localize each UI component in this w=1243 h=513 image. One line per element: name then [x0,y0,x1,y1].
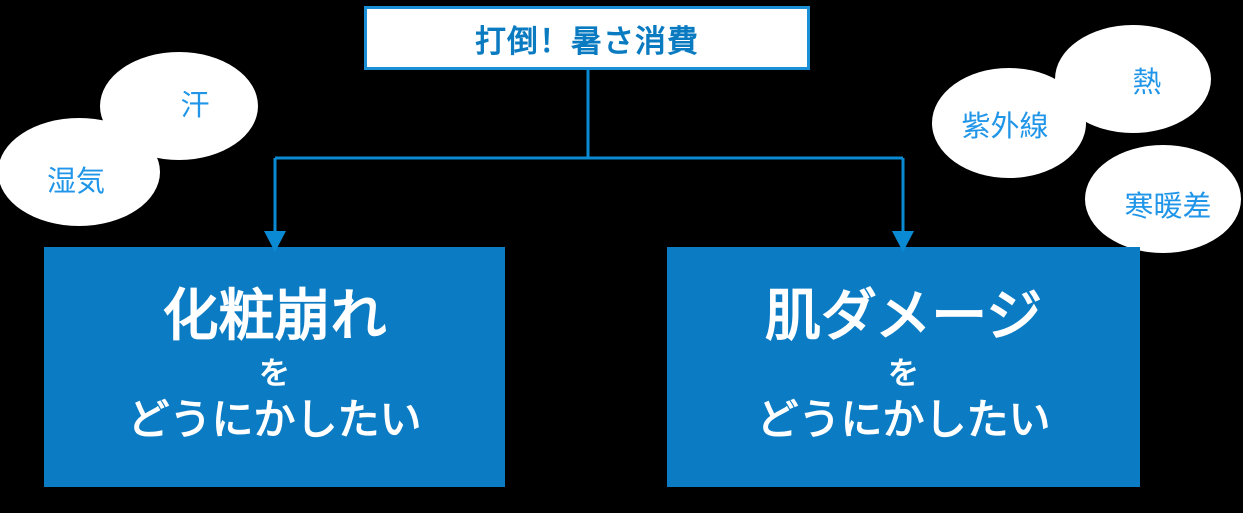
cloud-ase-label: 汗 [180,89,210,122]
header-box: 打倒！暑さ消費 [364,6,810,70]
header-box-label: 打倒！暑さ消費 [475,23,699,59]
result-box-skin-headline: 肌ダメージ [764,284,1043,348]
cloud-shigaisen-label: 紫外線 [961,110,1049,143]
cloud-shikke-label: 湿気 [46,165,105,198]
result-box-makeup-headline: 化粧崩れ [162,284,387,348]
cloud-netsu: 熱 [1055,25,1211,133]
result-box-skin-subline: どうにかしたい [756,396,1051,444]
cloud-shigaisen: 紫外線 [932,68,1086,178]
cloud-kandansa-label: 寒暖差 [1124,190,1212,223]
cloud-kandansa: 寒暖差 [1085,145,1241,253]
result-box-skin-particle: を [888,355,919,391]
result-box-makeup-subline: どうにかしたい [127,396,422,444]
cloud-netsu-label: 熱 [1132,66,1162,99]
cloud-ase: 汗 [100,52,258,160]
result-box-makeup: 化粧崩れ を どうにかしたい [44,247,505,487]
result-box-skin: 肌ダメージ を どうにかしたい [667,247,1140,487]
result-box-makeup-particle: を [259,355,290,391]
